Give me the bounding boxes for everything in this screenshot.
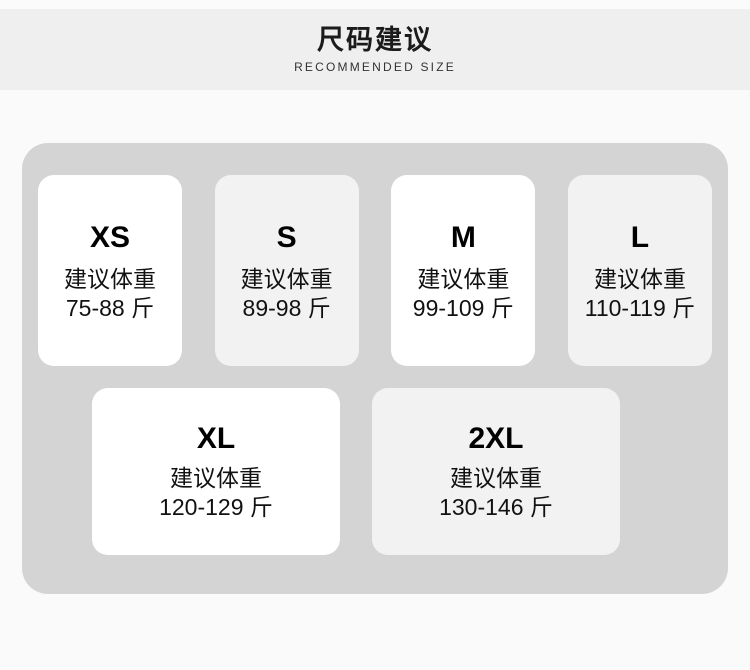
page-header: 尺码建议 RECOMMENDED SIZE xyxy=(0,9,750,90)
size-label: XS xyxy=(89,221,131,255)
size-label: L xyxy=(630,221,650,255)
page-title: 尺码建议 xyxy=(317,24,433,55)
size-card-xl[interactable]: XL 建议体重 120-129 斤 xyxy=(92,388,340,555)
weight-range: 75-88 斤 xyxy=(65,294,155,321)
size-label: XL xyxy=(196,422,236,456)
page-body: XS 建议体重 75-88 斤 S 建议体重 89-98 斤 M 建议体重 99… xyxy=(0,90,750,670)
weight-caption: 建议体重 xyxy=(64,266,156,293)
size-card-xs[interactable]: XS 建议体重 75-88 斤 xyxy=(38,175,182,366)
weight-caption: 建议体重 xyxy=(450,465,542,492)
weight-range: 89-98 斤 xyxy=(242,294,331,321)
size-card-m[interactable]: M 建议体重 99-109 斤 xyxy=(391,175,536,366)
size-label: M xyxy=(450,221,476,255)
weight-range: 130-146 斤 xyxy=(439,493,553,520)
size-chart-panel: XS 建议体重 75-88 斤 S 建议体重 89-98 斤 M 建议体重 99… xyxy=(22,143,728,594)
size-card-s[interactable]: S 建议体重 89-98 斤 xyxy=(214,175,359,366)
weight-range: 99-109 斤 xyxy=(412,294,514,321)
size-card-2xl[interactable]: 2XL 建议体重 130-146 斤 xyxy=(372,388,620,555)
size-label: 2XL xyxy=(468,422,524,456)
weight-caption: 建议体重 xyxy=(240,266,333,293)
top-spacer-strip xyxy=(0,0,750,9)
weight-range: 120-129 斤 xyxy=(159,493,273,520)
weight-caption: 建议体重 xyxy=(170,465,262,492)
size-card-l[interactable]: L 建议体重 110-119 斤 xyxy=(567,175,712,366)
page-subtitle: RECOMMENDED SIZE xyxy=(294,60,456,75)
weight-caption: 建议体重 xyxy=(593,266,686,293)
weight-range: 110-119 斤 xyxy=(584,294,696,321)
size-label: S xyxy=(276,221,297,255)
size-row-top: XS 建议体重 75-88 斤 S 建议体重 89-98 斤 M 建议体重 99… xyxy=(38,175,712,366)
weight-caption: 建议体重 xyxy=(417,266,510,293)
size-row-bottom: XL 建议体重 120-129 斤 2XL 建议体重 130-146 斤 xyxy=(92,388,620,555)
